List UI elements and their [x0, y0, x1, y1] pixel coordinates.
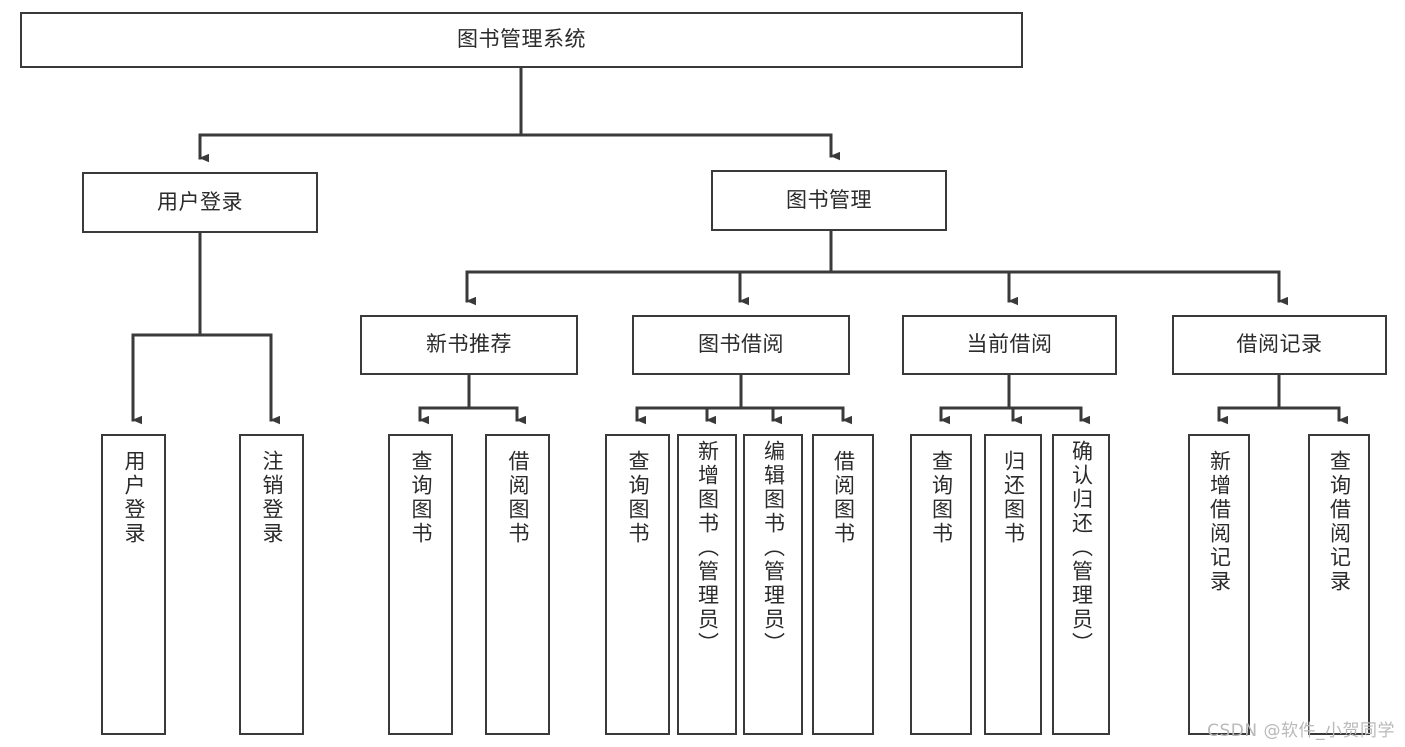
leaf-user-login-label: 用户登录: [122, 450, 146, 546]
leaf-borrow-book-1-label: 借阅图书: [506, 450, 530, 546]
leaf-query-borrow-record-label: 查询借阅记录: [1327, 450, 1352, 594]
node-current-borrow[interactable]: 当前借阅: [902, 315, 1117, 375]
node-borrow-record[interactable]: 借阅记录: [1172, 315, 1387, 375]
leaf-borrow-book-1[interactable]: 借阅图书: [485, 434, 550, 735]
leaf-query-book-3[interactable]: 查询图书: [910, 434, 972, 735]
leaf-query-borrow-record[interactable]: 查询借阅记录: [1308, 434, 1370, 735]
watermark-text: CSDN @软件_小贺同学: [1207, 721, 1395, 741]
leaf-user-login[interactable]: 用户登录: [101, 434, 166, 735]
leaf-logout[interactable]: 注销登录: [239, 434, 304, 735]
leaf-confirm-return-admin[interactable]: 确认归还（管理员）: [1052, 434, 1110, 735]
leaf-query-book-1-label: 查询图书: [409, 450, 433, 546]
leaf-query-book-3-label: 查询图书: [929, 450, 954, 546]
leaf-add-book-admin-label: 新增图书（管理员）: [695, 440, 720, 656]
node-root[interactable]: 图书管理系统: [20, 12, 1023, 68]
node-book-borrow-label: 图书借阅: [698, 332, 784, 357]
leaf-query-book-2[interactable]: 查询图书: [605, 434, 670, 735]
leaf-query-book-2-label: 查询图书: [626, 450, 650, 546]
node-root-label: 图书管理系统: [457, 27, 586, 52]
node-book-management-label: 图书管理: [786, 187, 872, 212]
node-book-management[interactable]: 图书管理: [711, 170, 947, 231]
leaf-confirm-return-admin-label: 确认归还（管理员）: [1069, 440, 1094, 656]
leaf-borrow-book-2[interactable]: 借阅图书: [812, 434, 874, 735]
leaf-add-book-admin[interactable]: 新增图书（管理员）: [677, 434, 737, 735]
node-new-book-recommend[interactable]: 新书推荐: [360, 315, 578, 375]
node-book-borrow[interactable]: 图书借阅: [632, 315, 850, 375]
node-borrow-record-label: 借阅记录: [1236, 332, 1323, 357]
leaf-add-borrow-record[interactable]: 新增借阅记录: [1188, 434, 1250, 735]
leaf-add-borrow-record-label: 新增借阅记录: [1207, 450, 1232, 594]
leaf-query-book-1[interactable]: 查询图书: [388, 434, 453, 735]
leaf-return-book-label: 归还图书: [1001, 450, 1026, 546]
node-user-login[interactable]: 用户登录: [82, 172, 318, 233]
leaf-edit-book-admin[interactable]: 编辑图书（管理员）: [743, 434, 803, 735]
node-current-borrow-label: 当前借阅: [966, 332, 1053, 357]
node-new-book-recommend-label: 新书推荐: [426, 332, 512, 357]
leaf-borrow-book-2-label: 借阅图书: [831, 450, 856, 546]
node-user-login-label: 用户登录: [157, 189, 243, 214]
leaf-logout-label: 注销登录: [260, 450, 284, 546]
leaf-return-book[interactable]: 归还图书: [984, 434, 1042, 735]
leaf-edit-book-admin-label: 编辑图书（管理员）: [761, 440, 786, 656]
